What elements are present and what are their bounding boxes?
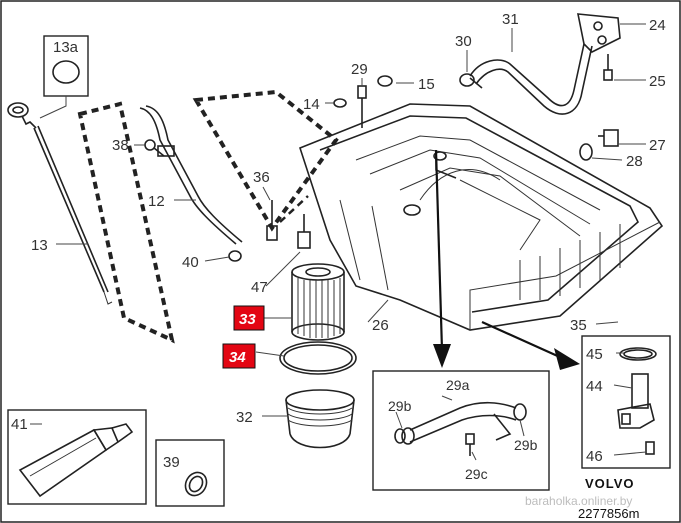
oil-pan-part [299,103,664,331]
highlight-33: 33 [233,305,265,331]
dipstick-seal-inset [39,35,89,119]
filter-seal-ring [279,341,357,375]
oil-level-sensor-inset [581,335,671,469]
label-29c: 29c [465,466,488,482]
brand-volvo: VOLVO [585,476,635,491]
washer-15 [377,75,393,87]
drawing-number: 2277856m [578,506,639,521]
label-24: 24 [649,17,666,34]
label-14: 14 [303,96,320,113]
washer-28 [579,143,593,161]
bolt-36 [266,200,278,241]
label-34: 34 [229,349,246,366]
bolt-47 [297,214,311,249]
label-29a: 29a [446,377,470,393]
filter-housing-cover [285,389,355,449]
oil-return-pipe [459,13,621,115]
label-33: 33 [239,311,256,328]
label-35: 35 [570,317,587,334]
label-44: 44 [586,378,603,395]
label-38: 38 [112,137,129,154]
bolt-14 [333,98,347,108]
label-12: 12 [148,193,165,210]
label-13a: 13a [53,39,79,56]
label-47: 47 [251,279,268,296]
dipstick-part [7,102,113,305]
label-26: 26 [372,317,389,334]
label-40: 40 [182,254,199,271]
label-41: 41 [11,416,28,433]
label-28: 28 [626,153,643,170]
label-36: 36 [253,169,270,186]
label-30: 30 [455,33,472,50]
label-31: 31 [502,11,519,28]
label-25: 25 [649,73,666,90]
label-15: 15 [418,76,435,93]
pickup-tube-inset [372,370,550,491]
label-29b-left: 29b [388,398,412,414]
leader-lines [30,23,647,461]
label-32: 32 [236,409,253,426]
label-45: 45 [586,346,603,363]
dashed-link [279,195,309,223]
label-27: 27 [649,137,666,154]
dipstick-guide-tube [77,101,243,344]
drain-plug-27 [598,129,619,147]
label-29: 29 [351,61,368,78]
arrow-to-29a [433,149,451,368]
highlight-34: 34 [222,343,256,369]
washer-40 [228,250,242,262]
label-46: 46 [586,448,603,465]
label-29b-right: 29b [514,437,538,453]
label-13: 13 [31,237,48,254]
label-39: 39 [163,454,180,471]
tube-outline-dashed [192,89,339,232]
arrow-to-44 [481,320,580,370]
bolt-25 [603,54,613,81]
watermark-text: baraholka.onliner.by [525,494,632,508]
seal-inset [155,439,225,507]
sealant-tube-inset [7,409,147,505]
oil-filter-element [291,263,345,341]
